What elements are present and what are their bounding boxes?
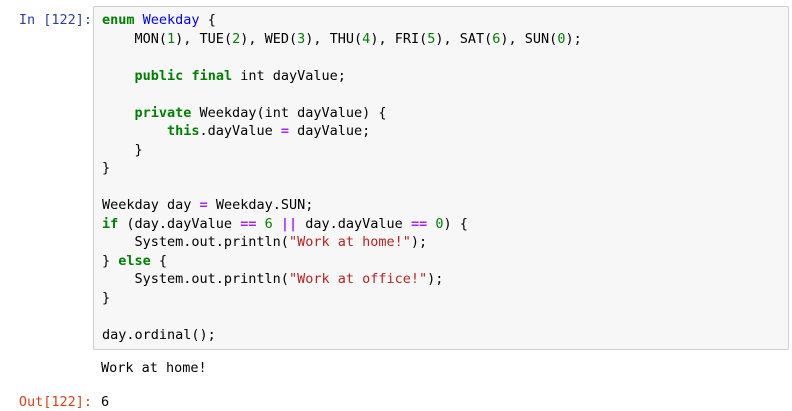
code-token [273,216,281,232]
code-token: == [410,215,428,232]
code-token: System.out.println( [102,234,289,250]
code-token: 6 [264,215,273,232]
code-token: .dayValue [199,123,281,139]
code-token: || [280,215,298,232]
code-line: enum Weekday { [102,11,780,30]
code-token: ), WED( [240,30,298,47]
code-line: } else { [102,252,780,271]
code-cell-editor[interactable]: enum Weekday { MON(1), TUE(2), WED(3), T… [93,6,789,350]
code-token: ), FRI( [370,30,428,47]
code-token: ); [565,30,582,47]
code-token: { [199,12,216,28]
code-token: public [134,67,184,84]
code-token: } [102,289,111,306]
code-token: Weekday [142,12,200,28]
code-token: Weekday(int dayValue) { [191,104,387,121]
code-token: ); [410,234,428,250]
code-token: final [191,67,233,84]
code-token: 2 [232,30,241,47]
code-token: == [240,215,257,232]
code-token [102,105,135,121]
code-line: System.out.println("Work at office!"); [102,270,780,289]
code-token: } [102,252,119,269]
code-token: = [280,123,289,139]
code-token: private [134,104,192,121]
code-token: { [150,252,168,269]
code-token: Weekday.SUN; [207,197,314,213]
code-token: Weekday day [102,197,200,213]
code-token [102,68,135,84]
code-token [102,123,167,139]
code-line: } [102,289,780,308]
code-token: = [199,197,208,213]
code-line: day.ordinal(); [102,326,780,345]
code-token: 1 [167,30,176,47]
code-token: dayValue; [288,123,371,139]
code-line: this.dayValue = dayValue; [102,122,780,141]
code-line: private Weekday(int dayValue) { [102,104,780,123]
code-token: 0 [435,215,444,232]
code-token: day.ordinal(); [102,326,216,343]
input-prompt: In [122]: [18,12,92,28]
code-token: } [102,141,143,158]
code-token: ) { [443,215,468,232]
code-line-blank [102,307,780,326]
code-line-blank [102,178,780,197]
cell-result: 6 [101,394,110,410]
code-token: enum [102,12,135,28]
code-token: 0 [557,30,566,47]
code-token: 6 [492,30,501,47]
cell-stdout: Work at home! [101,360,207,376]
code-token: day.dayValue [297,215,411,232]
code-token: else [118,252,151,269]
code-token: ); [427,271,444,287]
code-token: 4 [362,30,371,47]
code-line: System.out.println("Work at home!"); [102,233,780,252]
code-line-blank [102,85,780,104]
code-token: ), THU( [305,30,363,47]
code-token: } [102,160,111,176]
code-token: 5 [427,30,436,47]
code-line: } [102,159,780,178]
code-token: ), TUE( [175,30,233,47]
code-token: int dayValue; [232,67,346,84]
code-line-blank [102,48,780,67]
code-token: MON( [102,30,168,47]
code-token [135,12,143,28]
code-line: } [102,141,780,160]
code-line: if (day.dayValue == 6 || day.dayValue ==… [102,215,780,234]
code-token: System.out.println( [102,271,289,287]
code-token: this [167,123,200,139]
code-line: MON(1), TUE(2), WED(3), THU(4), FRI(5), … [102,30,780,49]
code-token: "Work at home!" [288,234,411,250]
code-token: ), SAT( [435,30,493,47]
output-prompt: Out[122]: [18,394,92,410]
code-line: Weekday day = Weekday.SUN; [102,196,780,215]
code-token: ), SUN( [500,30,558,47]
code-token: if [102,215,119,232]
code-token: "Work at office!" [288,271,428,287]
code-token: 3 [297,30,306,47]
code-token [256,216,264,232]
code-token: (day.dayValue [118,215,241,232]
code-line: public final int dayValue; [102,67,780,86]
